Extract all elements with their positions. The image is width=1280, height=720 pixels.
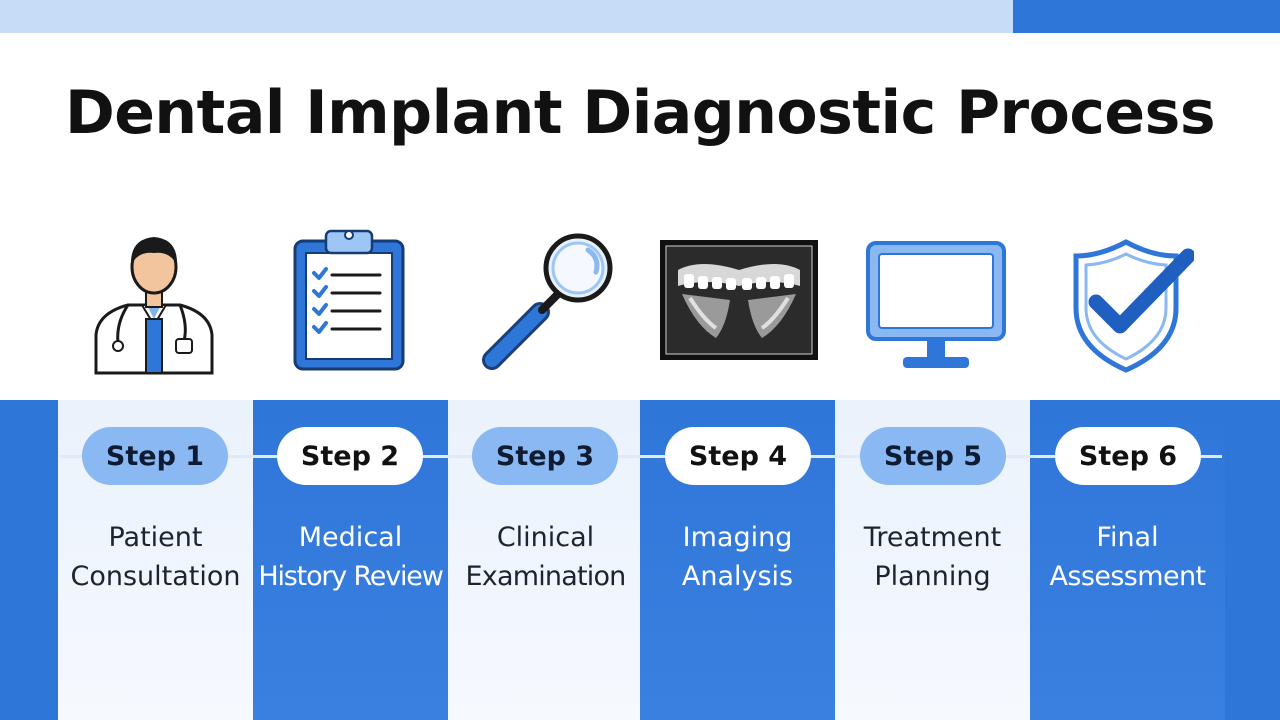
step-1-badge: Step 1 [82, 427, 228, 485]
step-6-badge: Step 6 [1055, 427, 1201, 485]
dental-mirror-icon [482, 233, 613, 370]
process-band: Step 1 Step 2 Step 3 Step 4 Step 5 Step … [0, 400, 1280, 720]
step-1-label: Patient Consultation [58, 518, 253, 596]
step-1-label-line-1: Patient [108, 522, 203, 553]
step-6-label: Final Assessment [1030, 518, 1225, 596]
header-band-right [1013, 0, 1280, 33]
step-2-label-line-2: History Review [258, 561, 443, 592]
step-3-label: Clinical Examination [448, 518, 643, 596]
step-4-label: Imaging Analysis [640, 518, 835, 596]
step-connector-line [60, 455, 1222, 458]
step-4-label-line-1: Imaging [682, 522, 793, 553]
step-4-badge: Step 4 [665, 427, 811, 485]
step-4-label-line-2: Analysis [681, 561, 794, 592]
step-2-label: Medical History Review [253, 518, 448, 596]
step-3-label-line-1: Clinical [496, 522, 595, 553]
header-band-left [0, 0, 1013, 33]
step-2-badge: Step 2 [277, 427, 423, 485]
step-6-label-line-1: Final [1096, 522, 1159, 553]
step-1-label-line-2: Consultation [70, 561, 241, 592]
step-2-label-line-1: Medical [298, 522, 403, 553]
step-3-label-line-2: Examination [465, 561, 627, 592]
monitor-icon [866, 241, 1006, 368]
page-title: Dental Implant Diagnostic Process [64, 78, 1216, 148]
step-3-badge: Step 3 [472, 427, 618, 485]
step-6-label-line-2: Assessment [1049, 561, 1207, 592]
step-5-label: Treatment Planning [835, 518, 1030, 596]
step-5-label-line-1: Treatment [863, 522, 1002, 553]
doctor-icon [94, 237, 214, 375]
step-5-badge: Step 5 [860, 427, 1006, 485]
shield-check-icon [1073, 239, 1194, 373]
clipboard-checklist-icon [293, 229, 405, 371]
dental-xray-icon [660, 240, 818, 360]
step-5-label-line-2: Planning [874, 561, 991, 592]
